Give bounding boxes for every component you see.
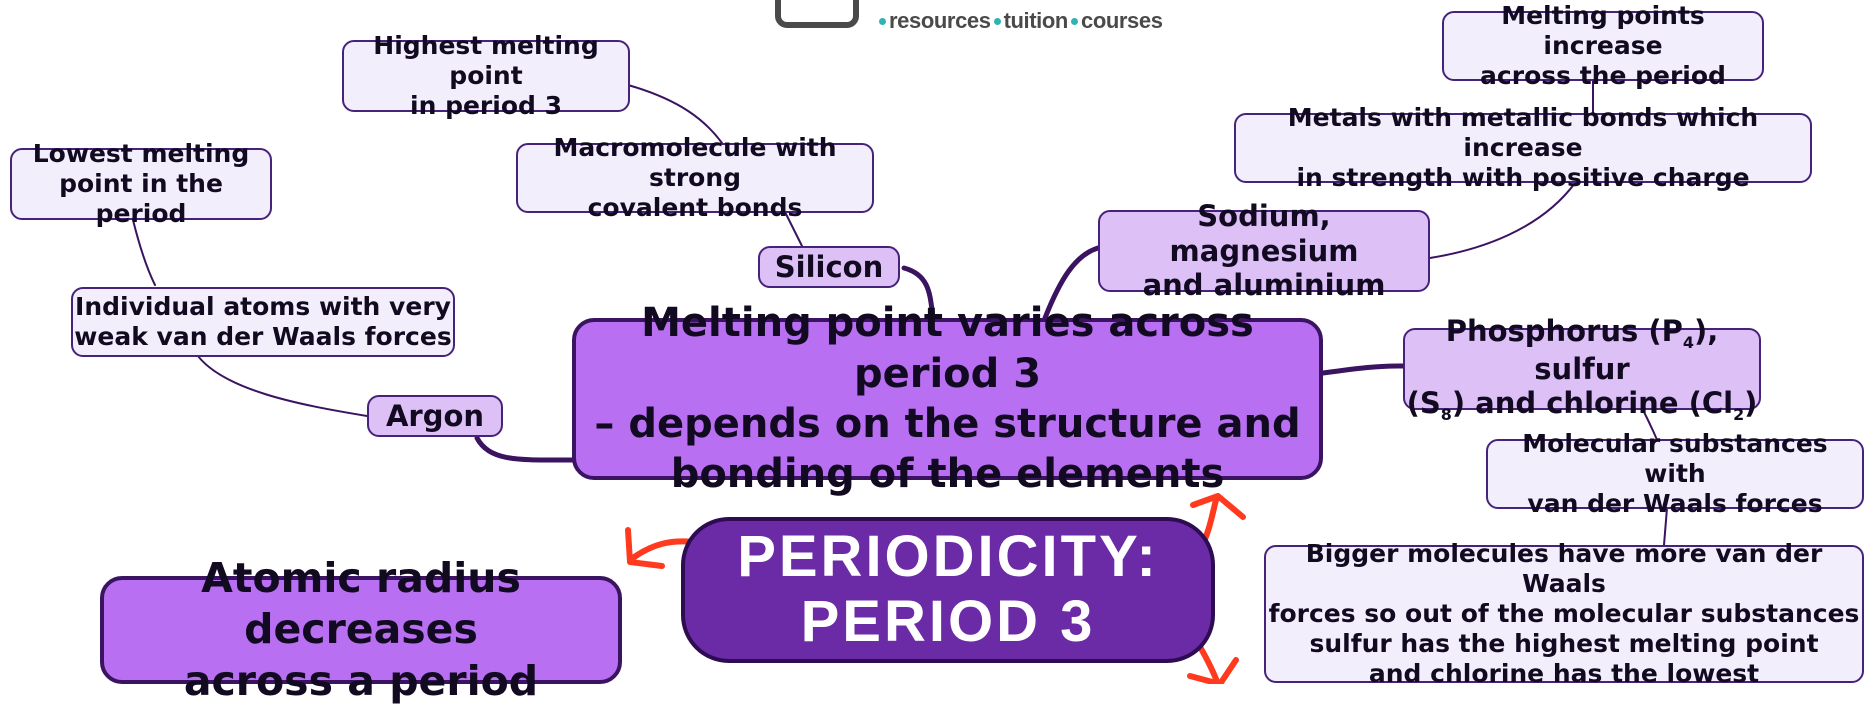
argon-description: Individual atoms with very weak van der … [71,287,455,357]
link-macromolecule-highest [627,84,723,144]
argon-label: Argon [385,398,485,433]
title-line: PERIOD 3 TRENDS [800,589,1096,719]
logo-mark-icon [775,0,859,28]
link-molecular-vdw [1642,409,1658,441]
argon-note: Lowest melting point in the period [10,139,272,228]
metals-description: Metals with metallic bonds which increas… [1234,103,1812,192]
molecular-node: Phosphorus (P4), sulfur (S8) and chlorin… [1403,314,1761,424]
link-vdw-bigger [1663,507,1668,546]
metals-node: Sodium, magnesium and aluminium [1098,199,1430,302]
central-line: Melting point varies across period 3 [641,300,1254,397]
logo-word: tuition [1003,8,1069,33]
molecular-label-line2: (S8) and chlorine (Cl2) [1406,386,1758,425]
link-central-argon [474,435,575,463]
molecular-description: Molecular substances with van der Waals … [1486,429,1864,518]
connector-lines [132,79,1668,684]
link-central-molecular [1320,363,1406,376]
central-line: – depends on the structure and [594,401,1301,447]
link-metals-metallic [1429,182,1576,259]
page-title: 2.1 PERIODICITY: PERIOD 3 TRENDS [681,459,1215,719]
molecular-note: Bigger molecules have more van der Waals… [1264,539,1864,688]
argon-node: Argon [367,395,503,437]
logo-dot-icon [1070,17,1078,25]
logo-dot-icon [993,17,1001,25]
logo-tagline: resources tuition courses [876,8,1163,34]
link-argon-individual [194,351,368,417]
metals-note: Melting points increase across the perio… [1442,1,1764,90]
atomic-radius-node: Atomic radius decreases across a period [100,554,622,705]
central-node: Melting point varies across period 3 – d… [572,300,1323,497]
silicon-label: Silicon [774,249,884,284]
link-central-metals [1042,245,1101,321]
silicon-description: Macromolecule with strong covalent bonds [516,133,874,222]
logo-word: resources [889,8,991,33]
silicon-node: Silicon [758,246,900,288]
silicon-note: Highest melting point in period 3 [342,31,630,120]
link-silicon-macromolecule [784,211,803,247]
logo-word: courses [1080,8,1163,33]
logo-dot-icon [879,17,886,25]
link-individual-lowest [132,219,156,286]
molecular-label-line1: Phosphorus (P4), sulfur [1445,313,1719,386]
central-line: bonding of the elements [670,451,1225,498]
link-central-silicon [901,265,936,321]
